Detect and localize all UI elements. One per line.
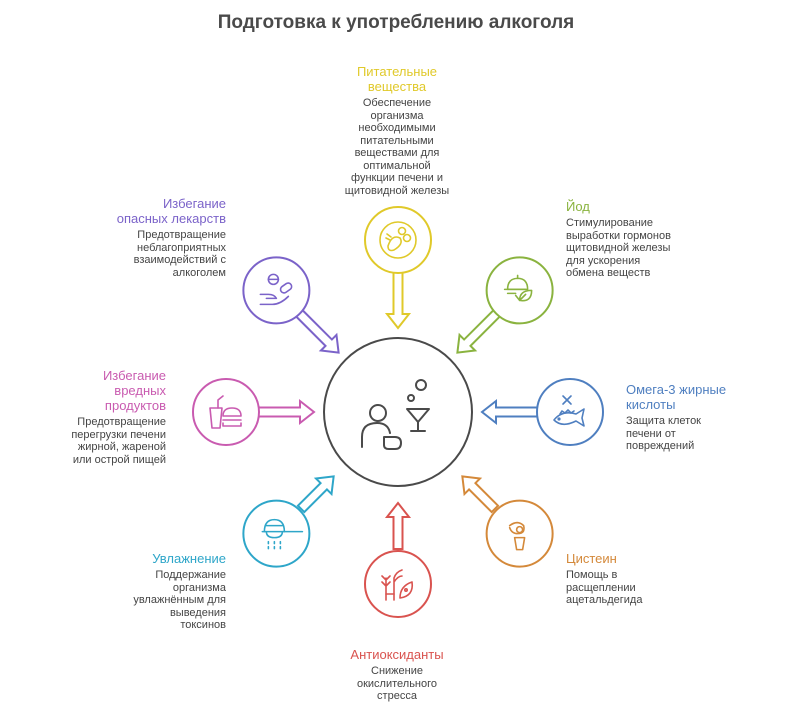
arrow-omega3	[480, 398, 540, 426]
arrow-shape	[480, 398, 540, 426]
label-title: Увлажнение	[152, 551, 226, 566]
center-node	[323, 337, 473, 487]
arrow-shape	[293, 307, 340, 354]
food-leaf-icon	[503, 274, 533, 302]
shower-icon	[261, 518, 304, 550]
arrow-shape	[384, 270, 412, 330]
node-dangerous-meds	[242, 256, 340, 354]
arrow-shape	[256, 398, 316, 426]
diagram-title: Подготовка к употреблению алкоголя	[217, 12, 575, 33]
arrow-shape	[384, 501, 412, 550]
arrow-dangerous-meds	[293, 307, 340, 354]
herbs-icon	[381, 569, 414, 601]
node-circle	[242, 256, 311, 325]
node-circle	[242, 499, 311, 568]
center-circle	[323, 337, 473, 487]
arrow-nutrients	[384, 270, 412, 330]
node-omega3	[480, 378, 604, 446]
label-title: Антиоксиданты	[350, 647, 444, 662]
arrow-cysteine-out	[461, 475, 500, 514]
arrow-antioxidants-out	[384, 501, 412, 550]
node-circle	[364, 550, 432, 618]
node-junk-food	[192, 378, 316, 446]
hand-pills-icon	[259, 273, 293, 306]
arrow-hydration-out	[296, 475, 335, 514]
fast-food-icon	[209, 395, 242, 429]
node-circle	[192, 378, 260, 446]
vegetables-bowl-icon	[379, 221, 417, 259]
label-title: Цистеин	[566, 551, 617, 566]
person-cocktail-icon	[361, 379, 430, 450]
node-nutrients	[364, 206, 432, 330]
node-iodine	[456, 256, 554, 354]
arrow-shape	[456, 307, 503, 354]
arrow-shape	[461, 475, 500, 514]
node-hydration	[242, 475, 335, 568]
arrow-shape	[296, 475, 335, 514]
label-title: Йод	[566, 199, 590, 214]
node-cysteine	[461, 475, 554, 568]
node-circle	[364, 206, 432, 274]
arrow-junk-food	[256, 398, 316, 426]
arrow-iodine	[456, 307, 503, 354]
node-antioxidants	[364, 501, 432, 618]
hand-pill-cup-icon	[508, 521, 526, 551]
node-circle	[485, 256, 554, 325]
satellite-nodes	[192, 206, 604, 618]
fish-icon	[553, 395, 585, 427]
